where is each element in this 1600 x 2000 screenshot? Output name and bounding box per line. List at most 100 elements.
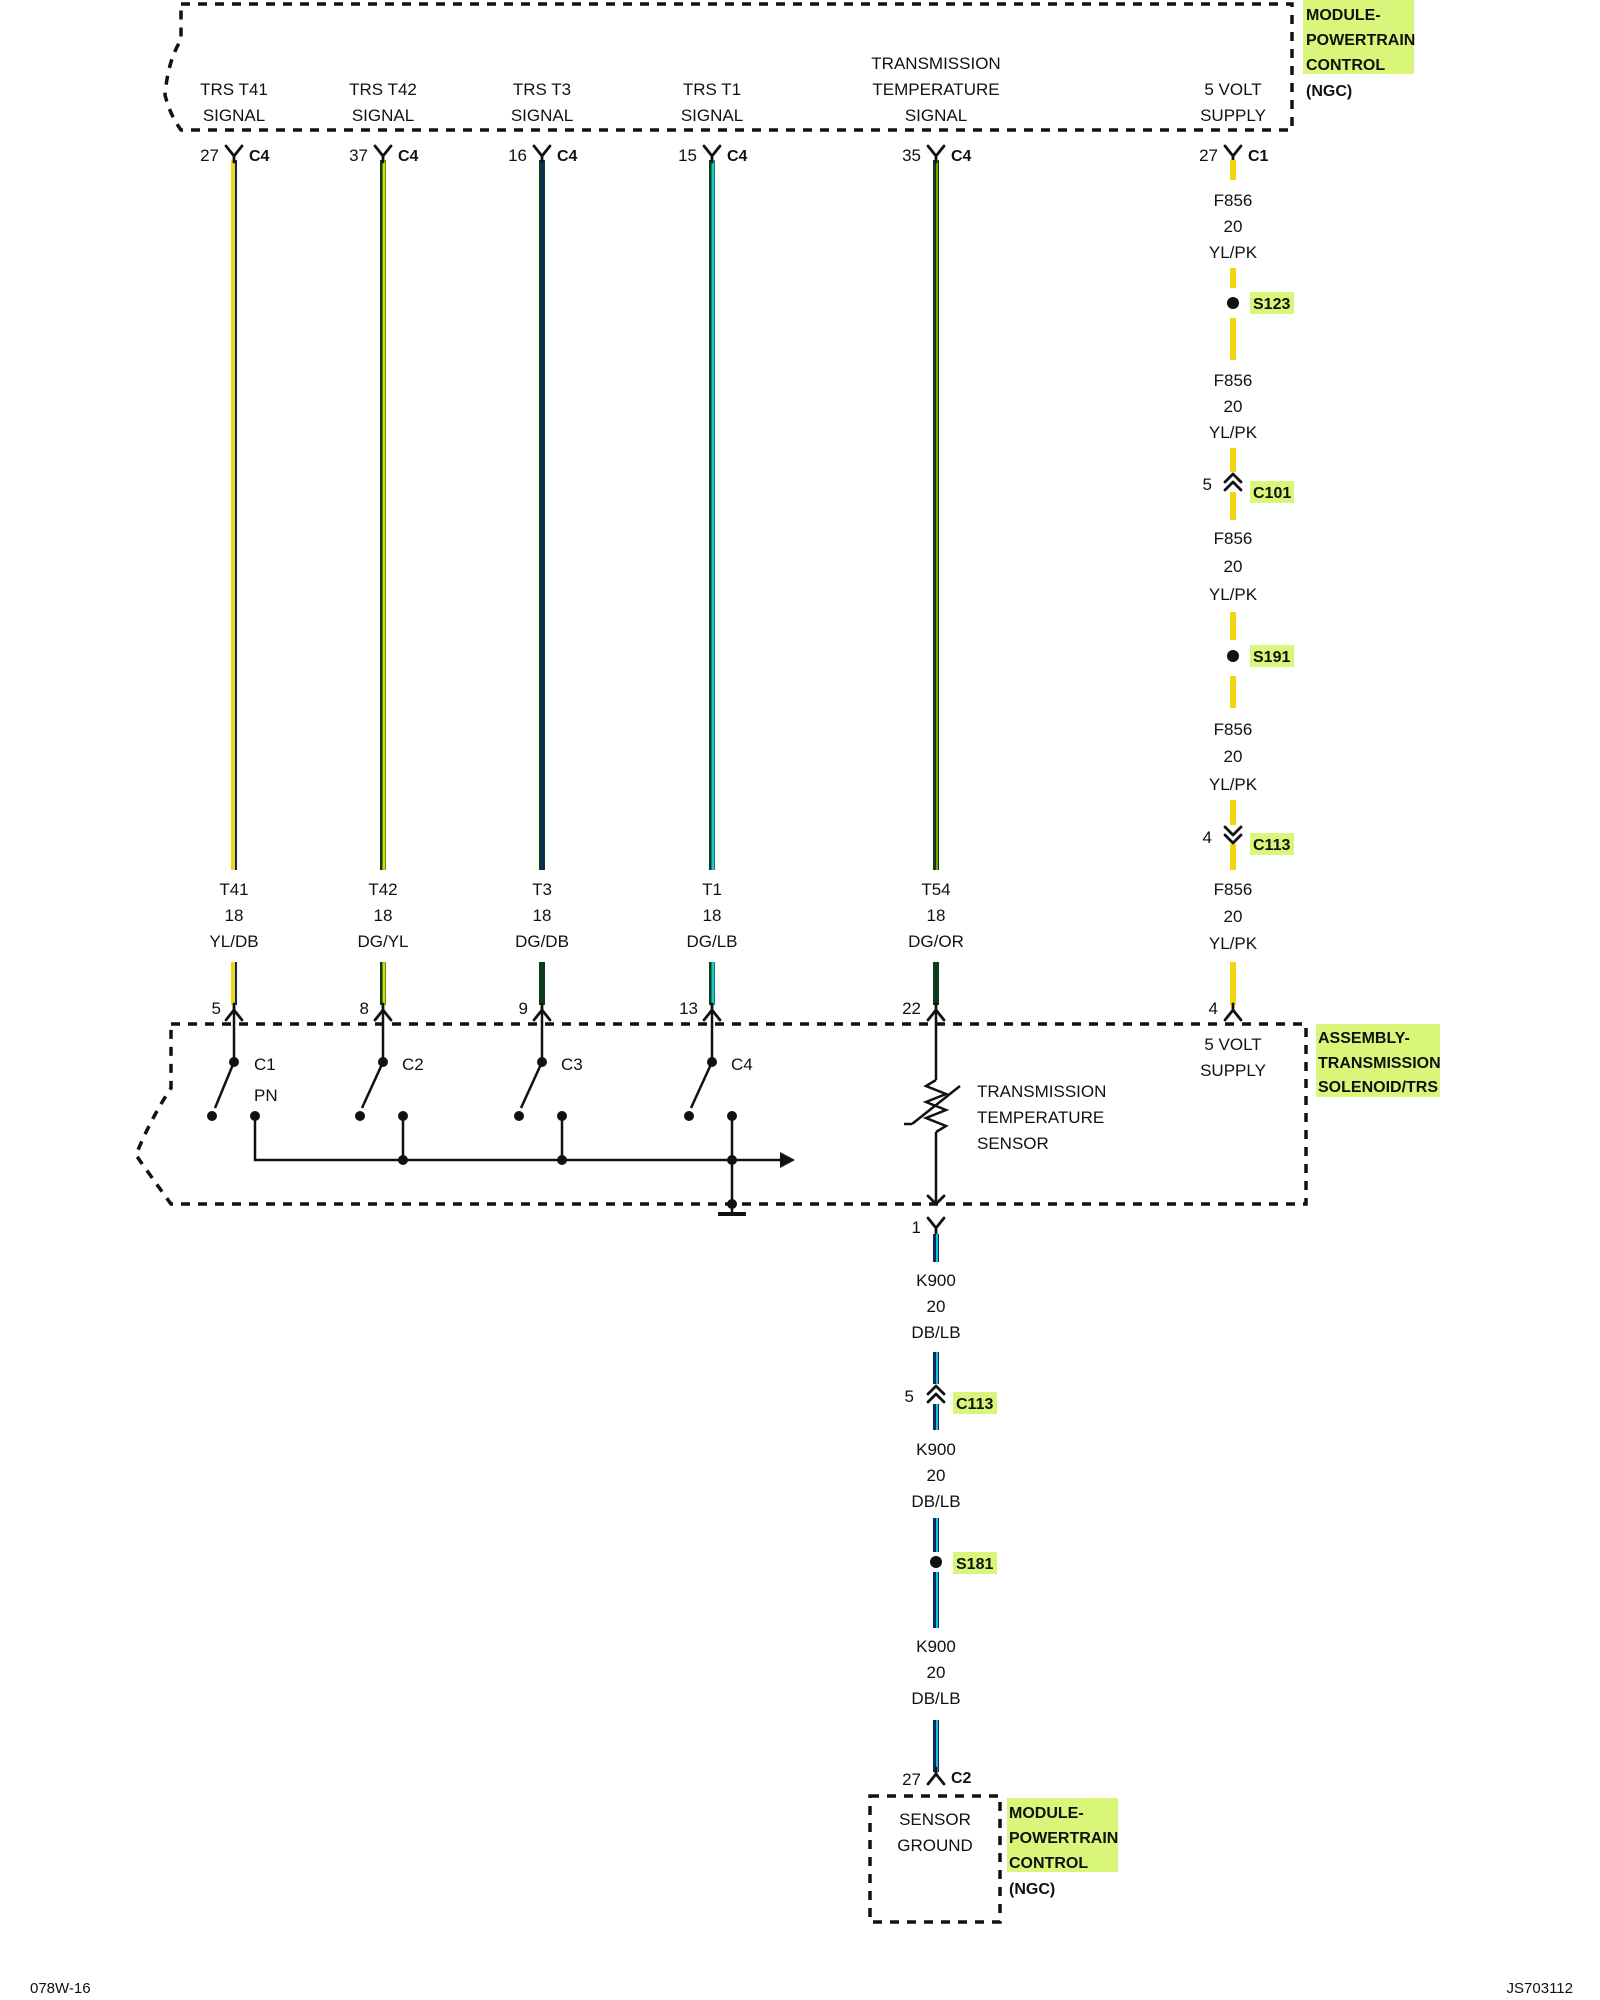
conn-t1: C4	[727, 148, 748, 165]
pin-5v: 27	[1199, 146, 1218, 165]
supply-4-circuit: F856	[1214, 720, 1253, 739]
splice-s181-highlight	[953, 1552, 997, 1574]
supply-4-color: YL/PK	[1209, 775, 1258, 794]
splice-s181-label: S181	[956, 1556, 993, 1573]
supply-3-circuit: F856	[1214, 529, 1253, 548]
sig-5v-line2: SUPPLY	[1200, 106, 1266, 125]
connector-c113-ground-pin: 5	[905, 1387, 914, 1406]
switch-c4-contact	[684, 1111, 694, 1121]
wire-t54-gauge: 18	[927, 906, 946, 925]
connector-c113-supply-pin: 4	[1203, 828, 1212, 847]
temperature-sensor: TRANSMISSION TEMPERATURE SENSOR	[904, 1010, 1106, 1206]
wire-t54-color: DG/OR	[908, 932, 964, 951]
connector-c101-highlight	[1250, 481, 1294, 503]
footer-right: JS703112	[1507, 1980, 1573, 1997]
supply-5-circuit: F856	[1214, 880, 1253, 899]
sig-temp-line3: SIGNAL	[905, 106, 967, 125]
ground-3-gauge: 20	[927, 1663, 946, 1682]
ground-1-gauge: 20	[927, 1297, 946, 1316]
pin-t3: 16	[508, 146, 527, 165]
trs-switches: C1 PN C2 C3 C4	[207, 1010, 795, 1216]
ground-top-pin: 1	[912, 1218, 921, 1237]
top-conn-t1	[702, 144, 722, 164]
pcm-bottom-conn	[926, 1766, 946, 1786]
conn-temp: C4	[951, 148, 972, 165]
connector-c113-supply-highlight	[1250, 833, 1294, 855]
pcm-top-box: MODULE- POWERTRAIN CONTROL (NGC)	[163, 0, 1415, 132]
top-connectors: 27 C4 37 C4 16 C4 15 C4 35 C4 27 C1	[200, 144, 1269, 165]
switch-c4-blade	[689, 1061, 714, 1109]
sig-t41-line1: TRS T41	[200, 80, 268, 99]
connector-c113-supply-symbol	[1223, 825, 1243, 845]
pin-t41: 27	[200, 146, 219, 165]
switch-c4-label: C4	[731, 1055, 753, 1074]
switch-c3-contact	[514, 1111, 524, 1121]
sig-t3-line1: TRS T3	[513, 80, 571, 99]
wire-t41-gauge: 18	[225, 906, 244, 925]
trs-supply-line1: 5 VOLT	[1204, 1035, 1261, 1054]
pcm-top-name-1: MODULE-	[1306, 7, 1381, 24]
pcm-top-signals: TRS T41 SIGNAL TRS T42 SIGNAL TRS T3 SIG…	[200, 54, 1266, 125]
pcm-bottom-name-2: POWERTRAIN	[1009, 1830, 1118, 1847]
thermistor-slash	[911, 1085, 961, 1125]
ground-1-circuit: K900	[916, 1271, 956, 1290]
sig-temp-line1: TRANSMISSION	[871, 54, 1000, 73]
connector-c113-ground-label: C113	[956, 1396, 993, 1413]
pcm-bottom-pin: 27	[902, 1770, 921, 1789]
trs-name-3: SOLENOID/TRS	[1318, 1079, 1438, 1096]
trs-pin-t1: 13	[679, 999, 698, 1018]
pcm-bottom-box: SENSOR GROUND MODULE- POWERTRAIN CONTROL…	[868, 1794, 1118, 1924]
pcm-bottom-conn-label: C2	[951, 1770, 972, 1787]
trs-name-1: ASSEMBLY-	[1318, 1030, 1410, 1047]
wire-t42-gauge: 18	[374, 906, 393, 925]
connector-c101-label: C101	[1253, 485, 1291, 502]
splice-s123-label: S123	[1253, 296, 1290, 313]
supply-1-color: YL/PK	[1209, 243, 1258, 262]
trs-conn-5v	[1223, 1002, 1243, 1022]
trs-assembly-highlight	[1316, 1024, 1440, 1097]
connector-c101-pin: 5	[1203, 475, 1212, 494]
sig-t41-line2: SIGNAL	[203, 106, 265, 125]
trs-pin-t54: 22	[902, 999, 921, 1018]
ground-2-color: DB/LB	[911, 1492, 960, 1511]
conn-t41: C4	[249, 148, 270, 165]
trs-pin-t3: 9	[519, 999, 528, 1018]
connector-c113-ground-highlight	[953, 1392, 997, 1414]
pin-t42: 37	[349, 146, 368, 165]
sig-t42-line1: TRS T42	[349, 80, 417, 99]
wire-t41-circuit: T41	[219, 880, 248, 899]
sensor-label-2: TEMPERATURE	[977, 1108, 1104, 1127]
trs-entry-connectors: 5 8 9 13 22 4	[212, 999, 1243, 1022]
top-conn-t42	[373, 144, 393, 164]
connector-c113-ground-symbol	[926, 1384, 946, 1404]
trs-name-2: TRANSMISSION	[1318, 1055, 1441, 1072]
switch-c2-blade	[360, 1061, 385, 1109]
pcm-bottom-outline	[868, 1794, 1002, 1924]
switch-c1-blade	[213, 1061, 236, 1109]
pcm-top-name-2: POWERTRAIN	[1306, 32, 1415, 49]
top-conn-t41	[224, 144, 244, 164]
pcm-top-variant: (NGC)	[1306, 83, 1352, 100]
top-conn-temp	[926, 144, 946, 164]
signal-wire-labels: T41 18 YL/DB T42 18 DG/YL T3 18 DG/DB T1…	[209, 880, 963, 951]
supply-labels: F856 20 YL/PK F856 20 YL/PK F856 20 YL/P…	[1209, 191, 1258, 953]
supply-1-gauge: 20	[1224, 217, 1243, 236]
wire-t3-gauge: 18	[533, 906, 552, 925]
sensor-bottom-conn	[926, 1194, 946, 1206]
splice-s191-highlight	[1250, 645, 1294, 667]
trs-5v-supply: 5 VOLT SUPPLY	[1200, 1035, 1266, 1080]
sig-t3-line2: SIGNAL	[511, 106, 573, 125]
pcm-bottom-highlight	[1007, 1798, 1118, 1872]
pin-t1: 15	[678, 146, 697, 165]
supply-2-circuit: F856	[1214, 371, 1253, 390]
sig-t42-line2: SIGNAL	[352, 106, 414, 125]
ground-3-circuit: K900	[916, 1637, 956, 1656]
supply-1-circuit: F856	[1214, 191, 1253, 210]
ground-labels: K900 20 DB/LB K900 20 DB/LB K900 20 DB/L…	[911, 1271, 960, 1708]
supply-3-color: YL/PK	[1209, 585, 1258, 604]
splice-s191-dot	[1227, 650, 1239, 662]
conn-t3: C4	[557, 148, 578, 165]
sig-temp-line2: TEMPERATURE	[872, 80, 999, 99]
top-conn-5v	[1223, 144, 1243, 164]
